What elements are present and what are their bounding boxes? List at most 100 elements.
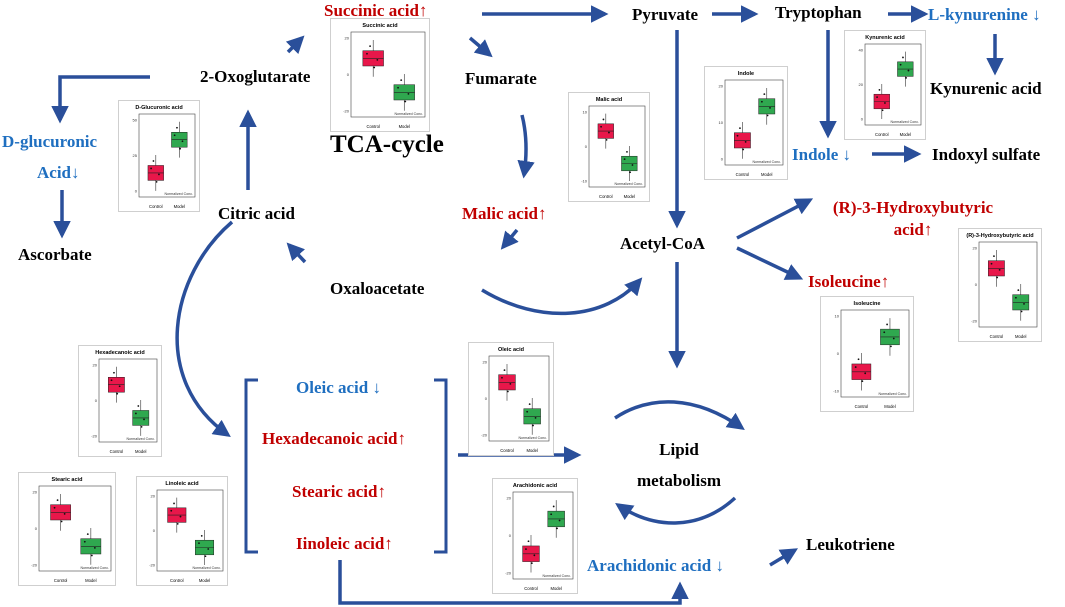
boxplot-note: Normalized Conc. (614, 182, 643, 186)
boxplot-point-model (905, 76, 908, 79)
arrow-arachidonic-to-leukotriene (769, 548, 799, 567)
boxplot-point-model (902, 56, 904, 59)
boxplot-ytick: -20 (505, 571, 512, 576)
boxplot-point-control (150, 167, 152, 170)
lipid-line2: metabolism (636, 471, 722, 490)
boxplot-point-control (53, 506, 56, 509)
node-lipid-metabolism: Lipid metabolism (624, 441, 734, 489)
node-indoxyl-sulfate: Indoxyl sulfate (932, 145, 1041, 164)
node-kynurenic-acid: Kynurenic acid (930, 79, 1042, 98)
boxplot-frame (724, 79, 784, 166)
boxplot-xlabel-control: Control (875, 132, 889, 137)
boxplot-point-model (907, 69, 910, 72)
node-malic-acid: Malic acid↑ (462, 204, 547, 223)
boxplot-frame (38, 485, 112, 572)
boxplot-xlabel-control: Control (736, 172, 750, 177)
node-stearic-acid: Stearic acid↑ (292, 482, 386, 501)
node-pyruvate: Pyruvate (632, 5, 699, 24)
boxplot-frame (488, 355, 550, 442)
boxplot-point-model (179, 147, 182, 150)
boxplot-point-control (501, 376, 503, 379)
boxplot-point-control (990, 262, 993, 265)
boxplot-point-model (137, 405, 140, 407)
arrow-malic-to-oxaloacetate (500, 228, 519, 250)
boxplot-point-control (152, 160, 155, 162)
boxplot-point-model (552, 505, 555, 508)
boxplot-point-model (769, 106, 771, 109)
boxplot-title: Indole (738, 71, 754, 77)
boxplot-point-control (739, 127, 741, 130)
boxplot-point-control (509, 382, 512, 385)
boxplot-point-model (526, 410, 529, 413)
boxplot-title: Arachidonic acid (513, 483, 557, 489)
node-tryptophan: Tryptophan (775, 3, 862, 22)
boxplot-xlabel-control: Control (524, 586, 538, 591)
bracket-left (244, 378, 258, 554)
boxplot-ytick: -20 (149, 563, 156, 568)
arrow-succinic-to-fumarate (468, 36, 493, 58)
node-arachidonic-acid: Arachidonic acid ↓ (587, 556, 724, 575)
node-isoleucine: Isoleucine↑ (808, 272, 890, 291)
arrow-lipid-cycle-bottom (615, 496, 737, 525)
boxplot-xlabel-model: Model (900, 132, 911, 137)
boxplot-point-model (556, 527, 558, 530)
node-hydroxybutyric-acid: (R)-3-Hydroxybutyric acid↑ (818, 199, 1008, 238)
boxplot-ytick: 20 (151, 494, 156, 499)
boxplot-ytick: 20 (483, 360, 488, 365)
boxplot-point-model (886, 323, 889, 326)
boxplot-point-model (528, 403, 531, 406)
boxplot-ytick: 50 (133, 118, 138, 123)
boxplot-xlabel-model: Model (1015, 334, 1026, 339)
boxplot-ytick: 20 (33, 490, 38, 495)
boxplot-point-control (884, 102, 886, 104)
arrow-glucuronic-line (51, 75, 150, 124)
boxplot-point-control (878, 88, 881, 91)
arrow-oxaloacetate-to-acetylcoa (481, 277, 643, 316)
hydroxybutyric-line1: (R)-3-Hydroxybutyric (832, 198, 994, 217)
boxplot-ytick: 0 (35, 526, 38, 531)
arrow-lipid-cycle-top (614, 400, 745, 431)
node-tca-cycle: TCA-cycle (330, 131, 444, 158)
boxplot-ytick: 10 (719, 120, 724, 125)
boxplot-point-control (533, 554, 536, 557)
boxplot-point-control (173, 502, 175, 505)
boxplot-ytick: 0 (485, 396, 488, 401)
arrow-fumarate-to-malic (517, 114, 535, 179)
boxplot-point-control (376, 58, 379, 61)
boxplot-point-control (602, 118, 605, 121)
boxplot-point-control (110, 379, 113, 382)
boxplot-point-model (550, 513, 553, 516)
boxplot-point-model (176, 126, 178, 129)
boxplot-point-model (407, 92, 410, 95)
boxplot-point-control (998, 268, 1001, 271)
boxplot-title: Succinic acid (362, 23, 397, 29)
boxplot-point-model (86, 533, 89, 536)
boxplot-point-model (204, 555, 207, 558)
boxplot-xlabel-model: Model (135, 449, 146, 454)
boxplot-ytick: 0 (837, 351, 840, 356)
boxplot-ytick: -20 (31, 563, 38, 568)
boxplot-point-model (93, 546, 96, 549)
boxplot-ytick: 40 (859, 48, 864, 53)
boxplot-point-model (400, 79, 403, 82)
boxplot-ytick: -20 (481, 433, 488, 438)
boxplot-xlabel-control: Control (855, 404, 869, 409)
boxplot-point-control (373, 66, 376, 69)
boxplot-point-model (558, 519, 561, 522)
boxplot-ytick: 20 (719, 84, 724, 89)
boxplot-point-control (179, 515, 182, 518)
boxplot-xlabel-control: Control (599, 194, 613, 199)
boxplot-xlabel-model: Model (884, 404, 895, 409)
node-oleic-acid: Oleic acid ↓ (296, 378, 381, 397)
node-fumarate: Fumarate (465, 69, 537, 88)
boxplot-point-model (397, 86, 399, 89)
boxplot-ytick: 0 (509, 533, 512, 538)
boxplot-ytick: 20 (859, 82, 864, 87)
boxplot-title: Stearic acid (52, 477, 83, 483)
